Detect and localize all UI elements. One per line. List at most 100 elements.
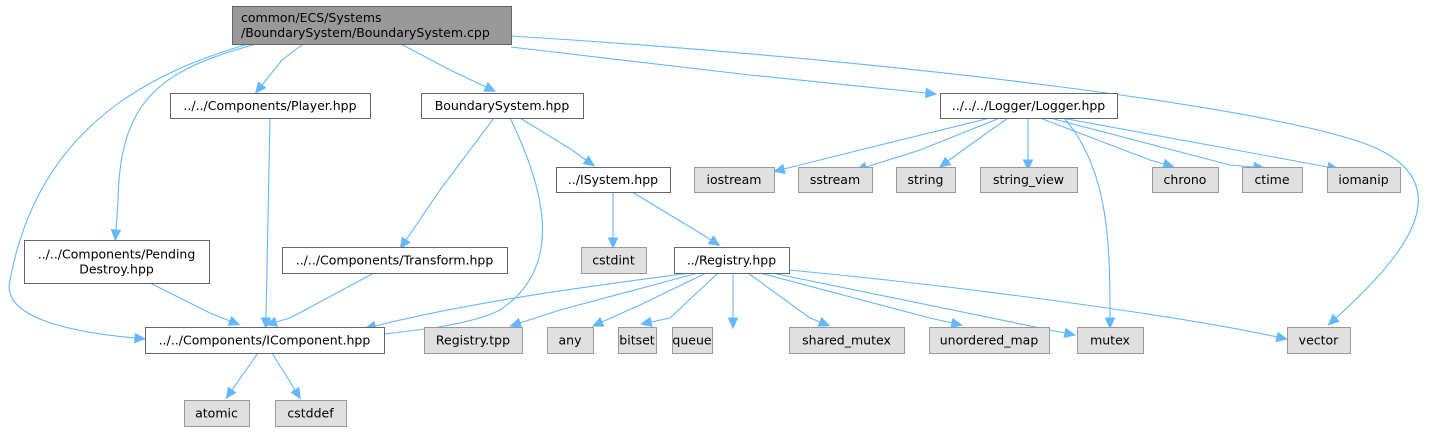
file-box [145,327,385,354]
node-logger[interactable]: ../../../Logger/Logger.hpp [940,93,1118,119]
node-transform[interactable]: ../../Components/Transform.hpp [282,247,508,274]
node-label: cstddef [287,406,334,421]
node-string-view: string_view [980,167,1078,193]
edge-line [8,43,249,339]
edge-isystem-to-registry [631,191,721,247]
node-label: iostream [707,172,762,187]
arrowhead-icon [1063,327,1077,339]
arrowhead-icon [938,156,952,168]
file-box [421,93,584,119]
node-any: any [547,327,594,354]
edge-line [519,117,587,161]
edge-line [374,117,544,336]
arrowhead-icon [290,386,301,400]
edge-line [788,269,1278,338]
node-label: any [559,333,583,348]
edge-icomponent-to-cstddef [271,352,301,400]
node-ctime: ctime [1242,167,1303,193]
edge-line [650,272,719,323]
node-label: bitset [619,333,655,348]
node-label: iomanip [1338,172,1388,187]
edge-line [115,43,257,231]
edge-transform-to-icomponent [265,272,375,327]
node-queue: queue [672,327,713,354]
system-box [694,167,775,193]
arrowhead-icon [640,316,653,328]
root-box [232,6,512,45]
edge-line [771,272,1066,334]
node-registry[interactable]: ../Registry.hpp [674,247,790,274]
edge-line [1039,117,1165,165]
edge-registry-to-shared_mutex [747,272,831,327]
edge-line [149,282,231,322]
node-label: queue [672,333,711,348]
node-label: ../../Components/Transform.hpp [296,253,494,268]
edge-boundary_hpp-to-icomponent [363,117,544,341]
node-chrono: chrono [1152,167,1219,193]
system-box [184,400,250,427]
edge-line [405,117,495,241]
edge-isystem-to-cstdint [607,192,619,250]
edge-logger-to-iomanip [1061,117,1340,173]
system-box [672,327,713,354]
system-box [424,327,523,354]
arrowhead-icon [134,332,147,344]
node-label: shared_mutex [802,333,891,348]
edge-registry-to-icomponent [364,272,691,331]
edge-line [759,272,953,324]
edge-logger-to-string [938,117,1009,168]
system-box [618,327,657,354]
arrowhead-icon [265,316,278,327]
node-icomponent[interactable]: ../../Components/IComponent.hpp [145,327,385,354]
arrowhead-icon [1022,159,1034,172]
edge-logger-to-iostream [773,117,991,174]
node-cstddef: cstddef [275,400,347,427]
node-label: ../Registry.hpp [687,253,776,268]
node-isystem[interactable]: ../ISystem.hpp [556,167,671,193]
node-label: vector [1299,333,1340,348]
system-box [1152,167,1219,193]
edge-root-to-boundary_hpp [400,43,497,92]
arrowhead-icon [483,82,497,92]
node-label: Destroy.hpp [79,262,154,277]
node-label: /BoundarySystem/BoundarySystem.cpp [241,25,490,40]
edge-logger-to-chrono [1039,117,1175,169]
node-label: BoundarySystem.hpp [435,98,570,113]
edge-player-to-icomponent [260,117,272,330]
edge-root-to-player [254,43,304,94]
edge-line [631,191,712,241]
node-root[interactable]: common/ECS/Systems/BoundarySystem/Bounda… [232,6,512,45]
edge-boundary_hpp-to-isystem [519,117,596,167]
edge-root-to-logger [510,46,938,99]
edge-line [261,43,304,86]
edge-registry-to-queue [727,273,739,330]
node-label: atomic [195,406,238,421]
node-bitset: bitset [618,327,657,354]
arrowhead-icon [1275,331,1288,343]
edge-logger-to-sstream [855,117,1001,172]
edges-layer [8,35,1419,400]
edge-root-to-pending [110,43,257,242]
edge-logger-to-string_view [1022,118,1034,172]
node-iomanip: iomanip [1327,167,1401,193]
edge-registry-to-any [591,272,707,327]
system-box [581,247,647,274]
file-box [282,247,508,274]
edge-registry-to-unordered_map [759,272,963,329]
node-player[interactable]: ../../Components/Player.hpp [170,93,371,119]
edge-pending-to-icomponent [149,282,241,326]
node-boundary-hpp[interactable]: BoundarySystem.hpp [421,93,584,119]
node-sstream: sstream [798,167,873,193]
node-label: common/ECS/Systems [241,10,382,25]
node-atomic: atomic [184,400,250,427]
arrowhead-icon [950,317,963,329]
system-box [896,167,956,193]
edge-line [374,272,691,327]
arrowhead-icon [1327,313,1340,326]
edge-registry-to-bitset [640,272,719,328]
system-box [929,327,1050,354]
node-label: ../../../Logger/Logger.hpp [952,98,1106,113]
system-box [275,400,347,427]
